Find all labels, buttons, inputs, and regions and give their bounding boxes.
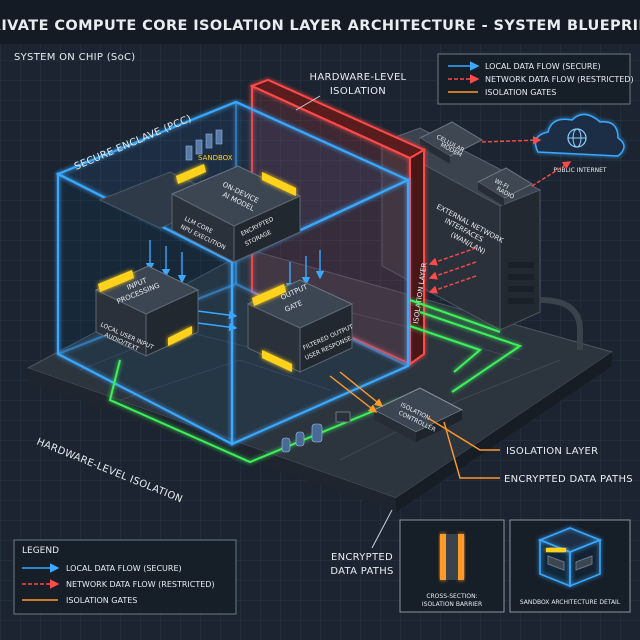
- sandbox-gate-left: [176, 164, 206, 184]
- isolation-layer-callout: ISOLATION LAYER: [506, 446, 598, 457]
- barrier-left: [440, 534, 446, 580]
- subtitle: SYSTEM ON CHIP (SoC): [14, 52, 135, 63]
- legend-bottom: LEGEND LOCAL DATA FLOW (SECURE) NETWORK …: [13, 539, 237, 615]
- public-internet-cloud: PUBLIC INTERNET: [534, 113, 625, 174]
- page-title: PRIVATE COMPUTE CORE ISOLATION LAYER ARC…: [0, 18, 640, 34]
- isolation-gate-lines: [329, 371, 500, 479]
- public-internet-label: PUBLIC INTERNET: [553, 167, 606, 174]
- wifi-radio-chip: WI-FI RADIO: [476, 167, 534, 206]
- legend-top-network-label: NETWORK DATA FLOW (RESTRICTED): [485, 75, 634, 84]
- title-bar: [0, 0, 640, 44]
- encrypted-paths-bottom-label-1: ENCRYPTED: [331, 552, 393, 563]
- cross-section-inset: CROSS-SECTION: ISOLATION BARRIER: [399, 519, 505, 613]
- hardware-isolation-top-label-2: ISOLATION: [330, 86, 386, 97]
- restricted-network-flows: [428, 247, 477, 294]
- sandbox-detail-inset: SANDBOX ARCHITECTURE DETAIL: [509, 519, 631, 613]
- capacitor: [215, 129, 223, 145]
- encrypted-paths-bottom-label-2: DATA PATHS: [330, 566, 393, 577]
- cellular-modem-chip: CELLULAR MODEM: [418, 121, 484, 164]
- secure-local-flows: [145, 240, 325, 332]
- output-gate-top: [252, 284, 286, 306]
- cross-section-label-2: ISOLATION BARRIER: [422, 601, 482, 608]
- cross-section-label-1: CROSS-SECTION:: [426, 593, 477, 600]
- hardware-isolation-top-pointer: [295, 95, 321, 111]
- hardware-isolation-top-label-1: HARDWARE-LEVEL: [310, 72, 407, 83]
- legend-top: LOCAL DATA FLOW (SECURE) NETWORK DATA FL…: [437, 53, 634, 105]
- sandbox-gate-right: [262, 172, 296, 196]
- cable-conduit: [539, 297, 583, 350]
- legend-top-local-label: LOCAL DATA FLOW (SECURE): [485, 62, 601, 71]
- sandbox-label: SANDBOX: [198, 154, 233, 162]
- hardware-isolation-left-label: HARDWARE-LEVEL ISOLATION: [35, 437, 184, 506]
- encrypted-paths-callout: ENCRYPTED DATA PATHS: [504, 474, 633, 485]
- input-gate-top: [98, 270, 134, 292]
- ondevice-ai-model-chip: SANDBOX ON-DEVICE AI MODEL LLM CORE NPU …: [170, 154, 302, 263]
- legend-top-gates-label: ISOLATION GATES: [485, 88, 556, 97]
- barrier-right: [458, 534, 464, 580]
- input-gate-side: [168, 326, 192, 346]
- capacitor: [205, 133, 213, 149]
- isolation-controller-chip: ISOLATION CONTROLLER: [372, 387, 464, 442]
- encrypted-paths-bottom-pointer: [371, 509, 393, 549]
- sandbox-detail-label: SANDBOX ARCHITECTURE DETAIL: [520, 599, 621, 606]
- legend-bottom-network-label: NETWORK DATA FLOW (RESTRICTED): [66, 580, 215, 589]
- capacitor: [195, 139, 203, 155]
- legend-bottom-gates-label: ISOLATION GATES: [66, 596, 137, 605]
- board-components: [281, 411, 351, 453]
- output-gate-side: [262, 350, 292, 372]
- capacitor: [185, 145, 193, 161]
- modem-to-internet-flow: [481, 136, 542, 145]
- output-gate-chip: OUTPUT GATE FILTERED OUTPUT USER RESPONS…: [246, 279, 355, 373]
- legend-heading: LEGEND: [22, 546, 59, 556]
- legend-bottom-local-label: LOCAL DATA FLOW (SECURE): [66, 564, 182, 573]
- wifi-to-internet-flow: [531, 161, 572, 187]
- encrypted-data-paths: [108, 299, 523, 464]
